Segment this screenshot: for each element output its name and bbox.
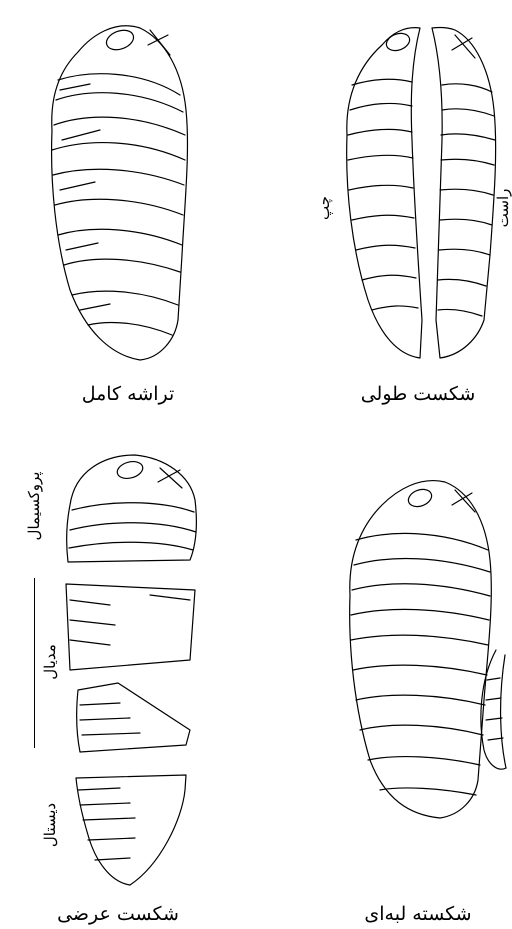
label-proximal: پروکسیمال [25,472,43,541]
medial-bracket-line [34,578,35,748]
caption-transverse-break: شکست عرضی [57,903,179,925]
label-distal: دیستال [41,803,59,847]
lip-break-drawing [350,481,506,818]
longitudinal-break-drawing [347,27,496,358]
label-right: راست [494,189,512,228]
caption-lip-break: شکسته لبه‌ای [364,903,471,925]
complete-flake-drawing [52,26,188,360]
label-left: چپ [315,196,333,220]
caption-longitudinal-break: شکست طولی [361,383,476,405]
label-medial: مدیال [41,644,59,680]
transverse-break-drawing [66,455,196,885]
caption-complete-flake: تراشه کامل [82,383,175,405]
